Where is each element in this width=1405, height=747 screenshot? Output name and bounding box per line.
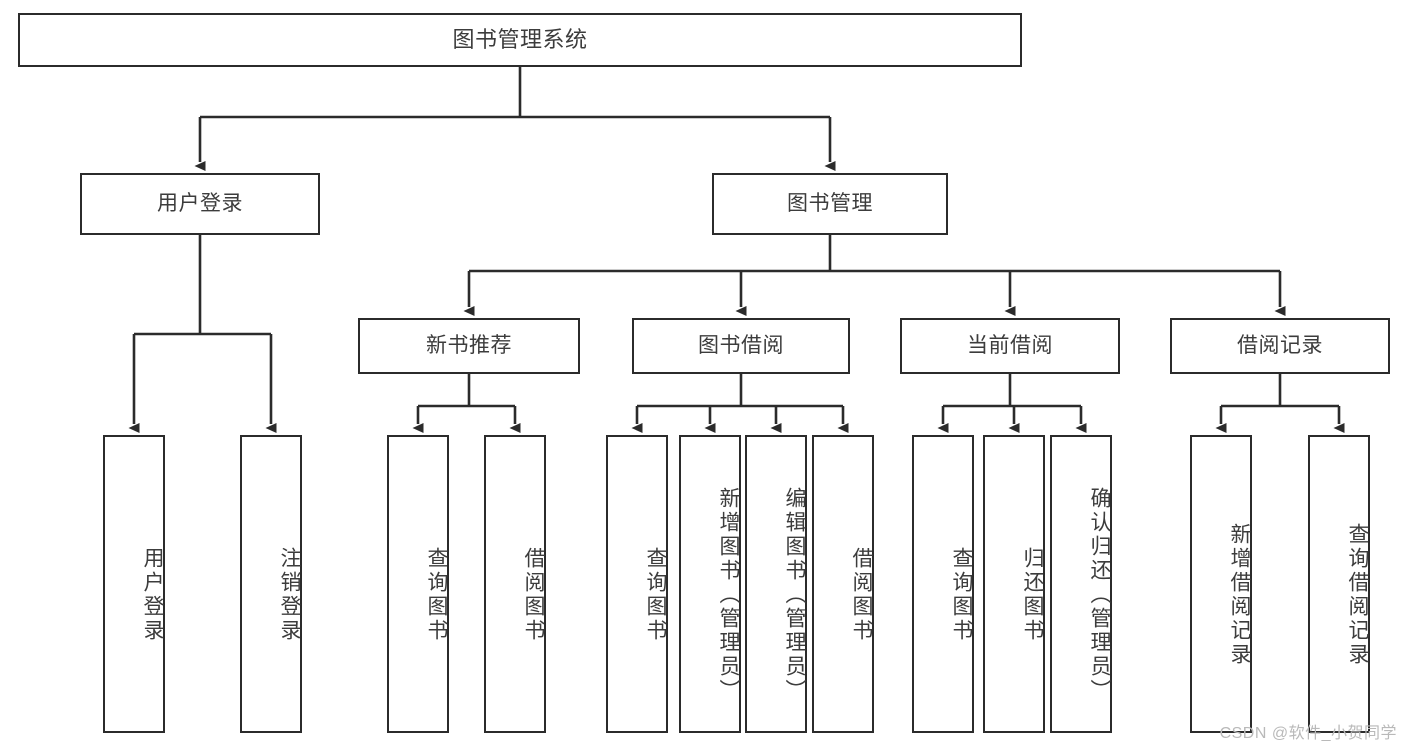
node-leaf-query-book-2[interactable]: 查询图书 (606, 435, 668, 733)
node-leaf-user-logout[interactable]: 注销登录 (240, 435, 302, 733)
node-label: 查询借阅记录 (1346, 523, 1369, 667)
node-current-borrow[interactable]: 当前借阅 (900, 318, 1120, 374)
node-label: 查询图书 (950, 547, 973, 643)
node-root[interactable]: 图书管理系统 (18, 13, 1022, 67)
csdn-watermark: CSDN @软件_小贺同学 (1219, 725, 1397, 742)
node-label: 借阅记录 (1237, 334, 1323, 358)
node-label: 图书管理 (787, 192, 873, 216)
node-book-borrow[interactable]: 图书借阅 (632, 318, 850, 374)
node-leaf-add-record[interactable]: 新增借阅记录 (1190, 435, 1252, 733)
node-label: 查询图书 (644, 547, 667, 643)
node-label: 用户登录 (157, 192, 243, 216)
node-label: 归还图书 (1021, 547, 1044, 643)
node-label: 新增图书（管理员） (717, 487, 740, 703)
node-label: 当前借阅 (967, 334, 1053, 358)
node-leaf-query-book-3[interactable]: 查询图书 (912, 435, 974, 733)
node-new-book-recommend[interactable]: 新书推荐 (358, 318, 580, 374)
node-label: 注销登录 (278, 547, 301, 643)
node-label: 查询图书 (425, 547, 448, 643)
node-label: 确认归还（管理员） (1088, 487, 1111, 703)
node-borrow-record[interactable]: 借阅记录 (1170, 318, 1390, 374)
node-leaf-edit-book[interactable]: 编辑图书（管理员） (745, 435, 807, 733)
node-label: 用户登录 (141, 547, 164, 643)
node-label: 借阅图书 (522, 547, 545, 643)
node-book-manage[interactable]: 图书管理 (712, 173, 948, 235)
node-leaf-confirm-return[interactable]: 确认归还（管理员） (1050, 435, 1112, 733)
node-leaf-borrow-book-2[interactable]: 借阅图书 (812, 435, 874, 733)
node-label: 新书推荐 (426, 334, 512, 358)
node-label: 编辑图书（管理员） (783, 487, 806, 703)
node-leaf-user-login[interactable]: 用户登录 (103, 435, 165, 733)
node-leaf-query-book-1[interactable]: 查询图书 (387, 435, 449, 733)
node-label: 图书借阅 (698, 334, 784, 358)
node-leaf-add-book[interactable]: 新增图书（管理员） (679, 435, 741, 733)
node-label: 新增借阅记录 (1228, 523, 1251, 667)
node-leaf-query-record[interactable]: 查询借阅记录 (1308, 435, 1370, 733)
node-leaf-return-book[interactable]: 归还图书 (983, 435, 1045, 733)
node-label: 借阅图书 (850, 547, 873, 643)
node-label: 图书管理系统 (452, 26, 588, 52)
node-user-login[interactable]: 用户登录 (80, 173, 320, 235)
node-leaf-borrow-book-1[interactable]: 借阅图书 (484, 435, 546, 733)
